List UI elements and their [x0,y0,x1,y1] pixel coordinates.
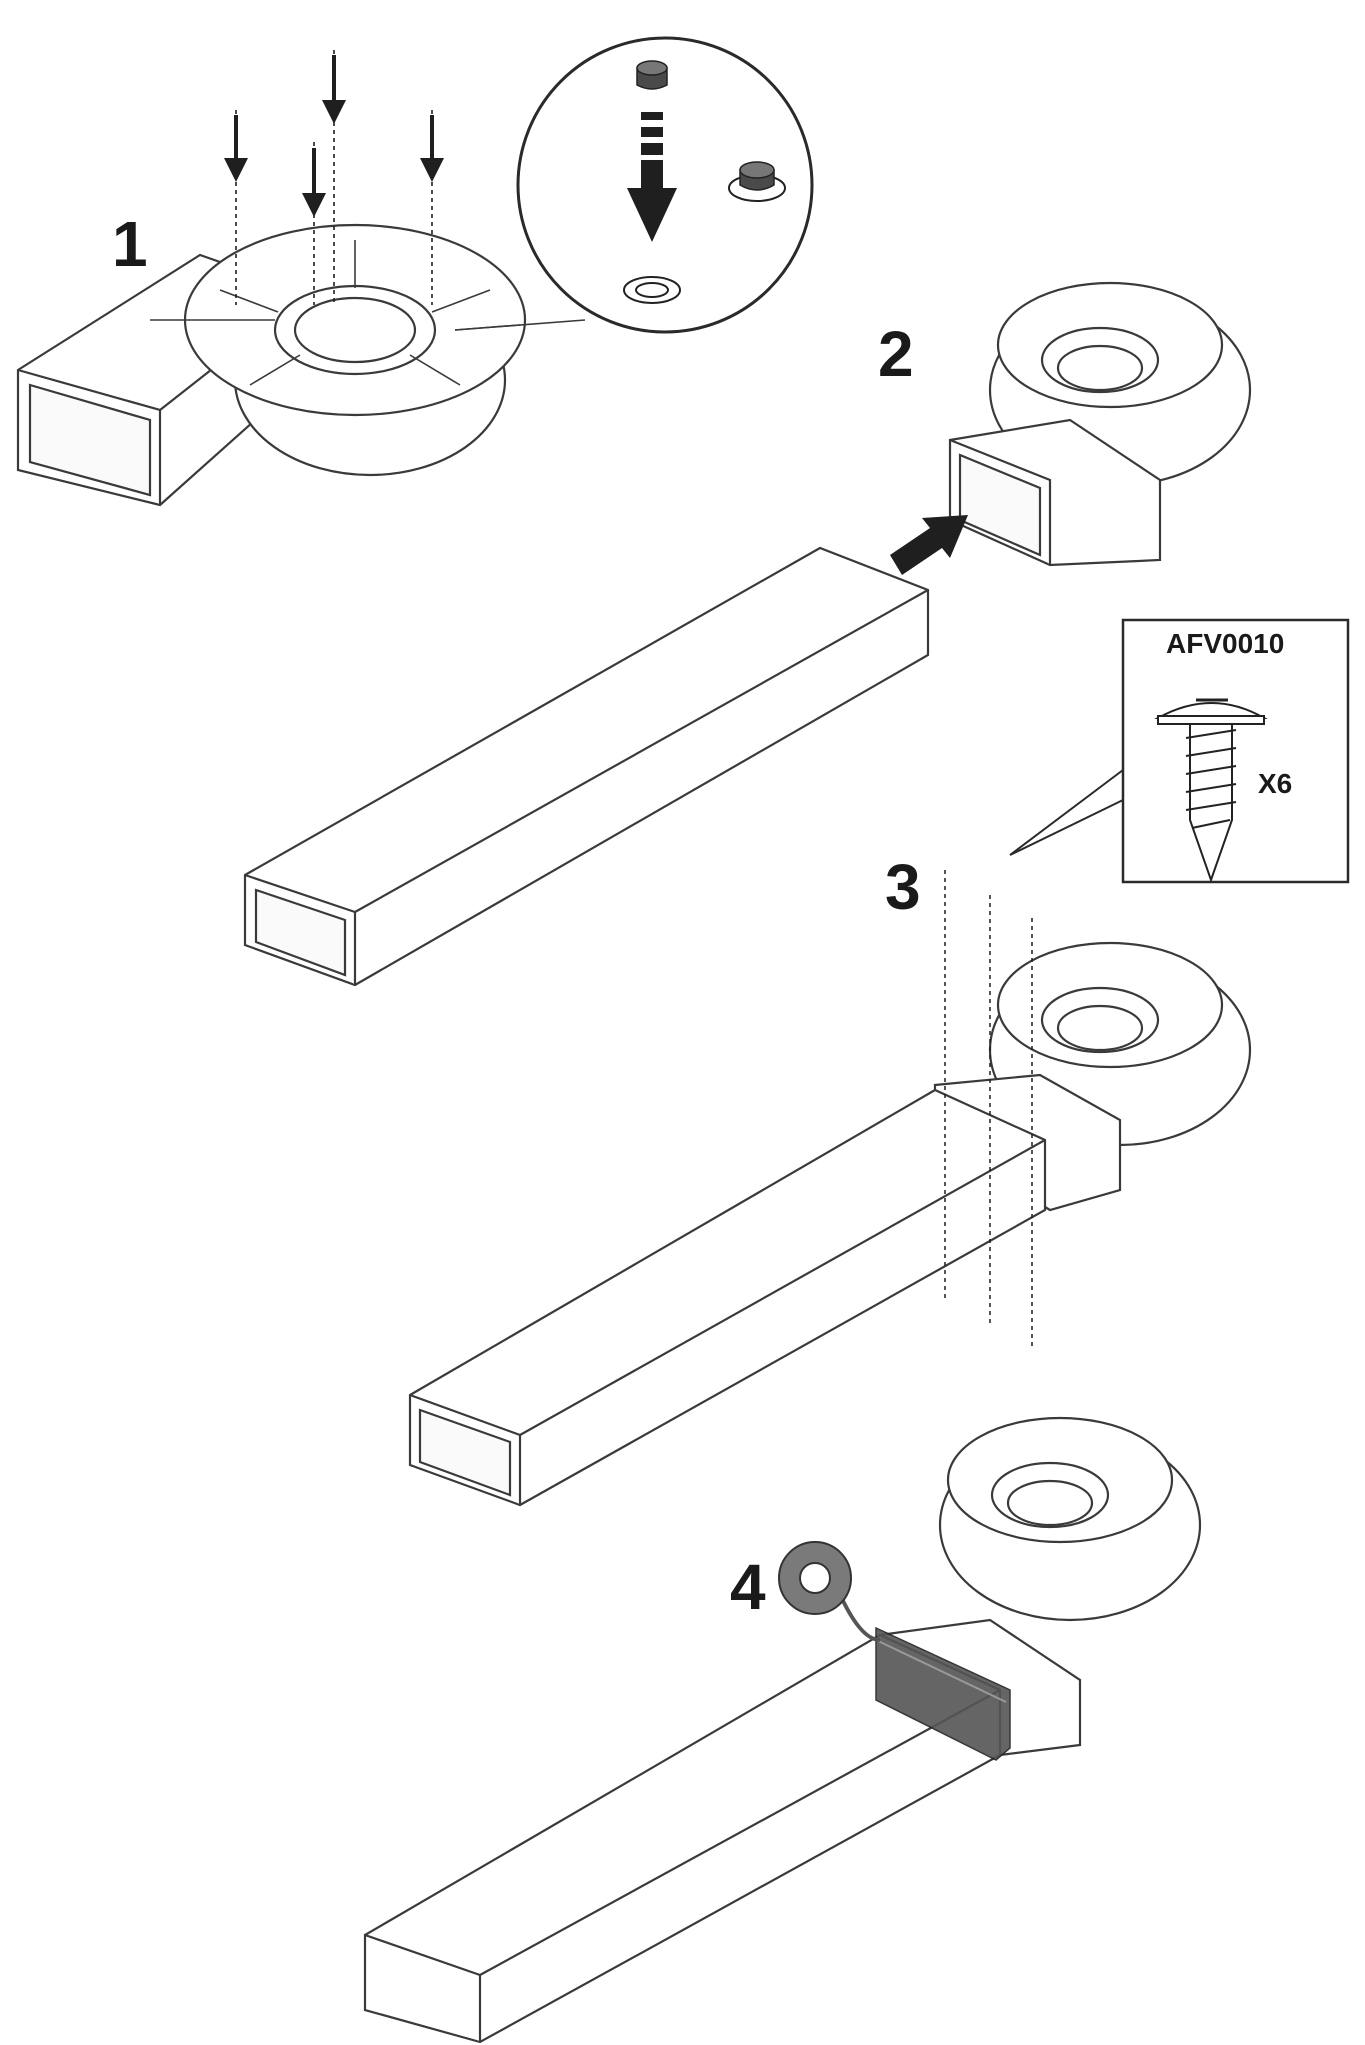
grommet-detail-inset [516,36,814,334]
step4-assembly [363,1416,1202,2044]
screw-quantity: X6 [1258,768,1293,799]
step-1-number: 1 [112,208,148,280]
step2-push-arrow [890,515,968,575]
step3-screw-paths [944,870,1033,1350]
step2-duct [243,546,930,987]
screw-callout [1009,618,1350,884]
tape-roll-icon [778,1541,881,1642]
step-4-number: 4 [730,1551,766,1623]
screw-part-code: AFV0010 [1166,628,1285,659]
step-2-number: 2 [878,318,914,390]
step4-tape-band [875,1626,1011,1761]
step1-fan-assembly [16,223,586,507]
step1-insertion-arrows [224,50,444,305]
step-3-number: 3 [885,851,921,923]
step2-fan-unit [948,281,1252,567]
step3-assembly [408,941,1252,1507]
